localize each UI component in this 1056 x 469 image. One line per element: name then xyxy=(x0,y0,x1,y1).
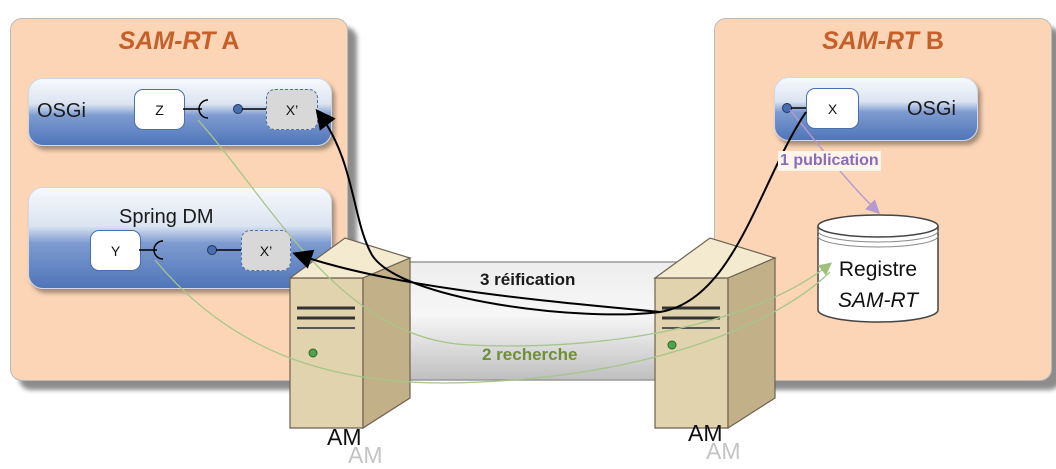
reification-curve-spring xyxy=(292,249,661,313)
am-label-left: AM xyxy=(327,424,362,450)
registry-database-icon[interactable] xyxy=(815,212,941,327)
registry-label-name: Registre xyxy=(838,258,918,281)
am-ghost-label-right: AM xyxy=(706,438,741,464)
interface-connector-x xyxy=(782,103,806,113)
spring-dm-label: Spring DM xyxy=(119,206,214,228)
interface-connector-y xyxy=(139,240,241,260)
am-ghost-label-left: AM xyxy=(348,442,383,468)
osgi-b-label: OSGi xyxy=(907,98,956,120)
server-right-icon[interactable] xyxy=(650,233,780,431)
registry-label-sam-rt: SAM-RT xyxy=(837,289,919,312)
sam-rt-b-title: SAM-RT B xyxy=(822,27,944,55)
reification-label: 3 réification xyxy=(480,270,576,289)
recherche-curve-lower xyxy=(154,259,831,384)
component-x[interactable]: X xyxy=(806,88,859,129)
interface-connector-z xyxy=(183,99,266,119)
server-left-icon[interactable] xyxy=(285,233,415,431)
recherche-curve-upper xyxy=(197,119,833,347)
publication-label: 1 publication xyxy=(778,151,881,171)
am-label-right: AM xyxy=(688,420,723,446)
recherche-label: 2 recherche xyxy=(482,345,578,364)
sam-rt-a-title: SAM-RT A xyxy=(118,27,240,55)
osgi-a-label: OSGi xyxy=(37,100,86,122)
reification-curve xyxy=(315,108,807,316)
component-x-prime-spring[interactable]: X’ xyxy=(241,230,291,271)
